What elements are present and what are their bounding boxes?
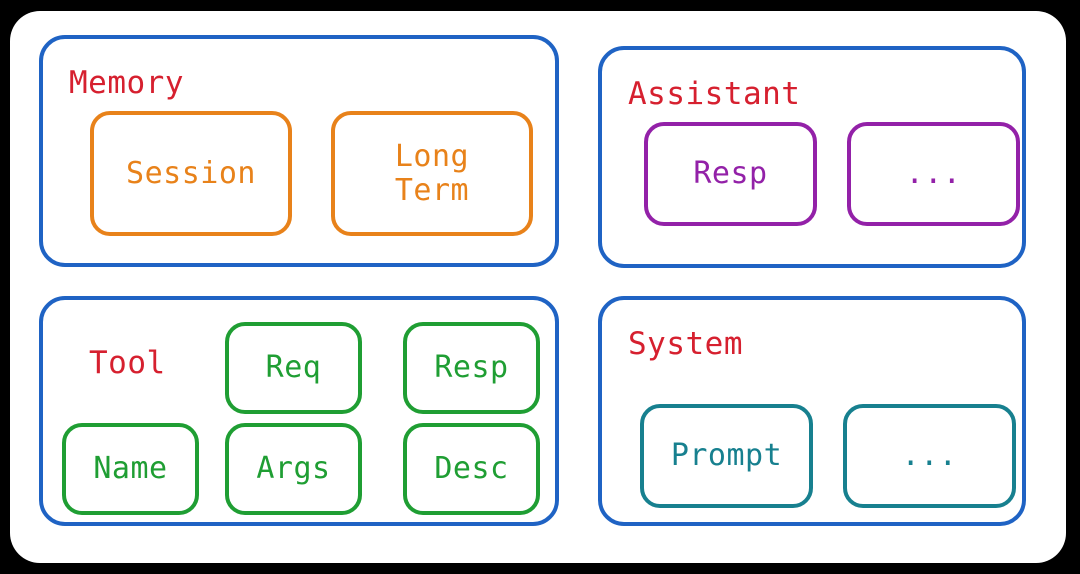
chip-system-prompt-label: Prompt — [670, 438, 783, 474]
chip-tool-resp-label: Resp — [434, 350, 509, 386]
panel-assistant-title: Assistant — [628, 76, 801, 112]
ellipsis-icon: ... — [901, 438, 958, 474]
chip-tool-desc[interactable]: Desc — [403, 423, 540, 515]
chip-tool-name-label: Name — [93, 451, 168, 487]
chip-tool-resp[interactable]: Resp — [403, 322, 540, 414]
chip-assistant-resp-label: Resp — [693, 156, 768, 192]
chip-tool-args-label: Args — [256, 451, 331, 487]
chip-assistant-ellipsis[interactable]: ... — [847, 122, 1020, 226]
ellipsis-icon: ... — [905, 156, 962, 192]
panel-tool[interactable]: Tool Req Resp Name Args Desc — [39, 296, 559, 526]
chip-tool-desc-label: Desc — [434, 451, 509, 487]
panel-system[interactable]: System Prompt ... — [598, 296, 1026, 526]
chip-long-term[interactable]: Long Term — [331, 111, 533, 236]
chip-tool-req[interactable]: Req — [225, 322, 362, 414]
panel-assistant[interactable]: Assistant Resp ... — [598, 46, 1026, 268]
panel-memory[interactable]: Memory Session Long Term — [39, 35, 559, 267]
panel-system-title: System — [628, 326, 743, 362]
chip-tool-args[interactable]: Args — [225, 423, 362, 515]
chip-tool-name[interactable]: Name — [62, 423, 199, 515]
panel-memory-title: Memory — [69, 65, 184, 101]
chip-tool-req-label: Req — [265, 350, 322, 386]
diagram-card: Memory Session Long Term Assistant Resp … — [10, 11, 1066, 563]
chip-long-term-label: Long Term — [394, 138, 470, 208]
chip-system-prompt[interactable]: Prompt — [640, 404, 813, 508]
chip-assistant-resp[interactable]: Resp — [644, 122, 817, 226]
chip-system-ellipsis[interactable]: ... — [843, 404, 1016, 508]
panel-tool-title: Tool — [89, 345, 166, 381]
chip-session-label: Session — [126, 155, 256, 191]
chip-session[interactable]: Session — [90, 111, 292, 236]
